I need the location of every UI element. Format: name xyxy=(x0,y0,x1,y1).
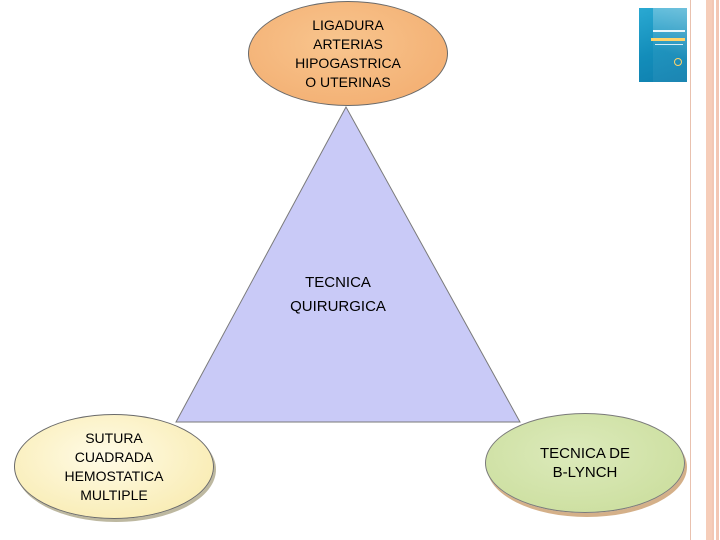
node-top-label: LIGADURA ARTERIAS HIPOGASTRICA O UTERINA… xyxy=(295,16,401,92)
thumbnail-mark xyxy=(674,58,682,66)
thumbnail-highlight xyxy=(653,8,687,82)
center-label: TECNICA QUIRURGICA xyxy=(268,271,408,319)
node-right-label: TECNICA DE B-LYNCH xyxy=(540,444,630,482)
thumbnail-title-bar xyxy=(651,38,685,41)
thumbnail-line xyxy=(653,30,685,32)
node-left-label: SUTURA CUADRADA HEMOSTATICA MULTIPLE xyxy=(64,429,163,505)
book-cover-thumbnail-icon xyxy=(639,8,687,82)
thumbnail-line xyxy=(655,44,683,45)
node-sutura-cuadrada: SUTURA CUADRADA HEMOSTATICA MULTIPLE xyxy=(14,414,214,519)
node-ligadura-arterias: LIGADURA ARTERIAS HIPOGASTRICA O UTERINA… xyxy=(248,1,448,106)
node-b-lynch: TECNICA DE B-LYNCH xyxy=(485,413,685,513)
triangle-shape xyxy=(176,107,520,422)
